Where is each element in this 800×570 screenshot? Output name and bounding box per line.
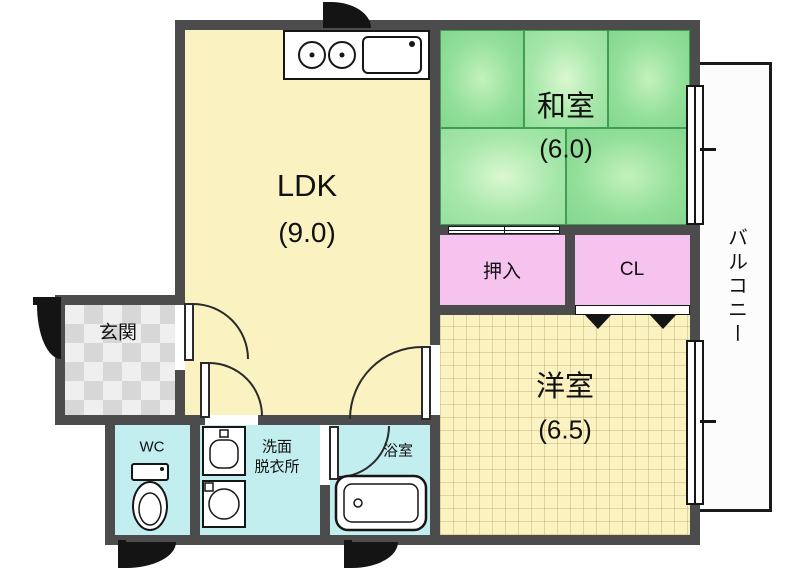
wall-right [690,20,700,545]
window-center-line [694,342,696,503]
wall-oshiire-south [440,305,580,315]
room-yoshitsu [440,315,690,535]
label-ldk-area: (9.0) [278,217,336,248]
room-oshiire [440,235,565,305]
label-genkan: 玄関 [98,322,138,344]
wall-oshiire-cl [565,235,575,315]
window-tick-lower [700,420,716,423]
washbasin-icon [202,426,246,476]
wall-left-upper [175,20,185,305]
cl-folding-door-track [575,305,690,315]
label-cl: CL [619,259,645,280]
window-center-line [694,87,696,223]
label-ldk: LDK [276,168,338,203]
cl-folding-door-mark-left [585,315,611,329]
washing-machine-pan-icon [202,480,246,528]
wall-wc-washroom [190,425,200,545]
sliding-door-tick [504,227,505,233]
label-yoshitsu-area: (6.5) [538,414,592,445]
tatami-mat-4 [440,128,566,225]
label-balcony: バルコニー [724,227,747,347]
wall-genkan-top [55,295,185,305]
door-swing-icon-top [331,2,371,28]
wall-bottom [105,535,700,545]
wall-yoshitsu-left-lower [430,420,440,545]
wall-genkan-left [55,295,65,425]
sliding-door-icon-oshiire [448,226,560,234]
label-bath: 浴室 [382,442,414,460]
door-swing-icon-entrance [37,305,61,359]
label-washitsu-area: (6.0) [539,133,593,164]
room-cl [575,235,690,305]
wall-genkan-bottom [55,415,115,425]
label-washroom-line1: 洗面 [261,438,293,456]
wall-ldk-washitsu [430,30,440,225]
wall-corridor-south-right [258,415,440,425]
wall-washitsu-south [440,225,690,235]
tatami-mat-2 [524,30,608,128]
wall-corridor-south-left [115,415,205,425]
room-genkan [65,305,175,415]
label-oshiire: 押入 [482,261,522,283]
door-leaf-entrance [33,297,61,305]
door-leaf-bath-bottom [344,540,352,568]
door-swing-icon-bath-bottom [352,542,398,568]
label-washroom-line2: 脱衣所 [254,458,300,476]
label-yoshitsu: 洋室 [535,371,595,403]
room-balcony [700,62,772,512]
wall-ldk-closet [430,225,440,345]
window-tick-upper [700,148,716,151]
window-icon-washitsu [686,85,704,225]
label-wc: WC [139,438,165,456]
door-leaf-wc [118,540,126,568]
wall-top [175,20,700,30]
wall-left-stub [175,370,185,425]
stove-icon [298,36,422,74]
tatami-mat-3 [608,30,690,128]
door-leaf-yoshitsu [421,346,431,420]
tatami-mat-1 [440,30,524,128]
wall-left-lower [105,415,115,545]
wall-washroom-bath [320,485,330,545]
kitchen-counter [283,30,430,80]
door-leaf-top [323,2,331,28]
bathtub-icon [334,474,428,532]
toilet-icon [124,462,176,534]
label-washitsu: 和室 [536,91,596,123]
sink-icon [362,36,422,74]
door-swing-icon-wc [126,542,176,568]
cl-folding-door-mark-right [650,315,676,329]
